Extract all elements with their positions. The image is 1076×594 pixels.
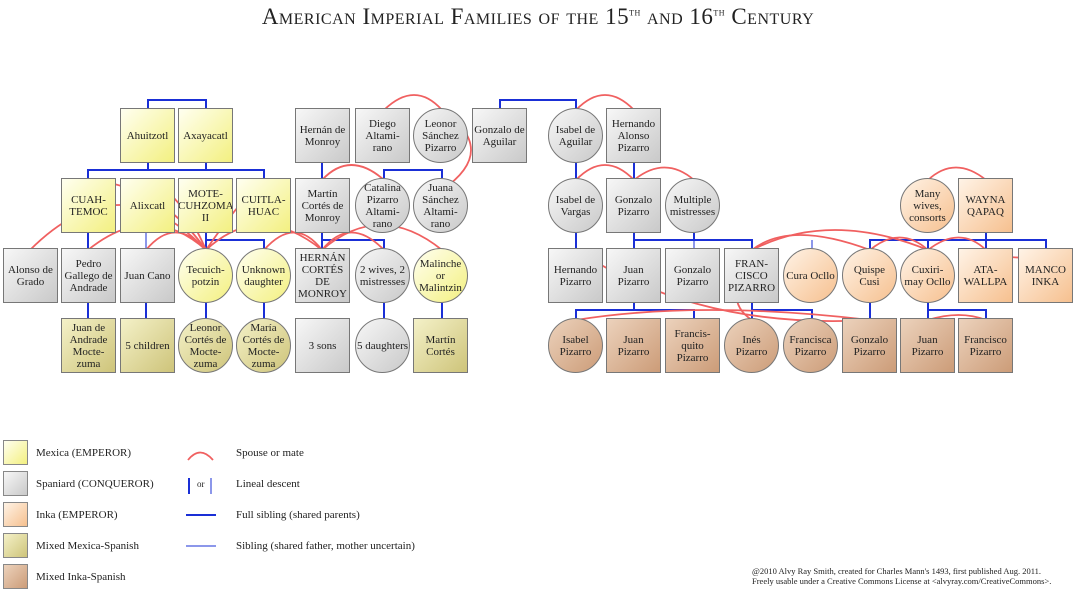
node-maria-cortes: María Cortés de Mocte- zuma [236, 318, 291, 373]
node-tecuichpotzin: Tecuich- potzin [178, 248, 233, 303]
node-five-daughters: 5 daughters [355, 318, 410, 373]
legend-swatch-spaniard [3, 471, 28, 496]
node-juan-pizarro: Juan Pizarro [606, 248, 661, 303]
node-two-wives: 2 wives, 2 mistresses [355, 248, 410, 303]
legend-spaniard: Spaniard (CONQUEROR) [3, 471, 154, 496]
legend-mixmex: Mixed Mexica-Spanish [3, 533, 139, 558]
node-cuitlahuac: CUITLA- HUAC [236, 178, 291, 233]
node-hernan-de-monroy: Hernán de Monroy [295, 108, 350, 163]
node-motecuhzoma: MOTE- CUHZOMA II [178, 178, 233, 233]
node-juan-de-andrade: Juan de Andrade Mocte- zuma [61, 318, 116, 373]
node-gonzalo-pizarro-sr: Gonzalo Pizarro [606, 178, 661, 233]
node-cura-ocllo: Cura Ocllo [783, 248, 838, 303]
node-ahuitzotl: Ahuitzotl [120, 108, 175, 163]
node-atawallpa: ATA- WALLPA [958, 248, 1013, 303]
node-three-sons: 3 sons [295, 318, 350, 373]
node-multiple-mistresses: Multiple mistresses [665, 178, 720, 233]
node-juana-sanchez: Juana Sánchez Altami- rano [413, 178, 468, 233]
node-isabel-pizarro: Isabel Pizarro [548, 318, 603, 373]
node-alonso-de-grado: Alonso de Grado [3, 248, 58, 303]
legend-or-label: or [197, 479, 205, 489]
legend-lineal-thin-symbol [210, 478, 212, 494]
legend-label-mixinka: Mixed Inka-Spanish [36, 570, 126, 583]
credit-line-1: @2010 Alvy Ray Smith, created for Charle… [752, 566, 1042, 576]
legend-lineal-symbol [188, 478, 190, 494]
legend-label-mixmex: Mixed Mexica-Spanish [36, 539, 139, 552]
node-manco-inka: MANCO INKA [1018, 248, 1073, 303]
node-francisco-pizarro-2: Francisco Pizarro [958, 318, 1013, 373]
legend-mixinka: Mixed Inka-Spanish [3, 564, 126, 589]
legend-label-inka: Inka (EMPEROR) [36, 508, 118, 521]
node-malinche: Malinche or Malintzin [413, 248, 468, 303]
node-alixcatl: Alixcatl [120, 178, 175, 233]
legend-label-mexica: Mexica (EMPEROR) [36, 446, 132, 459]
node-pedro-gallego: Pedro Gallego de Andrade [61, 248, 116, 303]
legend-mexica: Mexica (EMPEROR) [3, 440, 131, 465]
legend-spouse-symbol [187, 451, 214, 461]
node-hernando-alonso: Hernando Alonso Pizarro [606, 108, 661, 163]
node-gonzalo-de-aguilar: Gonzalo de Aguilar [472, 108, 527, 163]
node-cuxirimay-ocllo: Cuxiri- may Ocllo [900, 248, 955, 303]
legend-half-sibling-label: Sibling (shared father, mother uncertain… [236, 540, 415, 552]
legend-inka: Inka (EMPEROR) [3, 502, 118, 527]
node-gonzalo-pizarro: Gonzalo Pizarro [665, 248, 720, 303]
legend-swatch-mexica [3, 440, 28, 465]
credit-text: @2010 Alvy Ray Smith, created for Charle… [752, 566, 1051, 586]
node-juan-cano: Juan Cano [120, 248, 175, 303]
node-francisca-pizarro: Francisca Pizarro [783, 318, 838, 373]
node-quispe-cusi: Quispe Cusi [842, 248, 897, 303]
legend-swatch-mixmex [3, 533, 28, 558]
node-diego-altamirano: Diego Altami- rano [355, 108, 410, 163]
legend-full-sibling-label: Full sibling (shared parents) [236, 509, 360, 521]
node-juan-pizarro-2: Juan Pizarro [606, 318, 661, 373]
node-hernando-pizarro: Hernando Pizarro [548, 248, 603, 303]
node-axayacatl: Axayacatl [178, 108, 233, 163]
node-isabel-de-vargas: Isabel de Vargas [548, 178, 603, 233]
legend-spouse-label: Spouse or mate [236, 447, 304, 459]
page-title: American Imperial Families of the 15th a… [261, 4, 815, 29]
legend-full-sibling-symbol [186, 514, 216, 516]
node-leonor-cortes: Leonor Cortés de Mocte- zuma [178, 318, 233, 373]
node-cuahtemoc: CUAH- TEMOC [61, 178, 116, 233]
node-catalina-pizarro: Catalina Pizarro Altami- rano [355, 178, 410, 233]
node-many-wives: Many wives, consorts [900, 178, 955, 233]
node-gonzalo-pizarro-2: Gonzalo Pizarro [842, 318, 897, 373]
credit-line-2: Freely usable under a Creative Commons L… [752, 576, 1052, 586]
node-wayna-qapaq: WAYNA QAPAQ [958, 178, 1013, 233]
node-martin-cortes: Martín Cortés [413, 318, 468, 373]
node-five-children: 5 children [120, 318, 175, 373]
node-juan-pizarro-3: Juan Pizarro [900, 318, 955, 373]
legend-lineal-label: Lineal descent [236, 478, 300, 490]
node-ines-pizarro: Inés Pizarro [724, 318, 779, 373]
node-isabel-de-aguilar: Isabel de Aguilar [548, 108, 603, 163]
node-martin-cortes-monroy: Martín Cortés de Monroy [295, 178, 350, 233]
node-francisquito-pizarro: Francis- quito Pizarro [665, 318, 720, 373]
legend-swatch-mixinka [3, 564, 28, 589]
legend-swatch-inka [3, 502, 28, 527]
node-hernan-cortes: HERNÁN CORTÉS DE MONROY [295, 248, 350, 303]
node-leonor-sanchez: Leonor Sánchez Pizarro [413, 108, 468, 163]
node-unknown-daughter: Unknown daughter [236, 248, 291, 303]
legend-label-spaniard: Spaniard (CONQUEROR) [36, 477, 154, 490]
legend-half-sibling-symbol [186, 545, 216, 547]
node-francisco-pizarro: FRAN- CISCO PIZARRO [724, 248, 779, 303]
